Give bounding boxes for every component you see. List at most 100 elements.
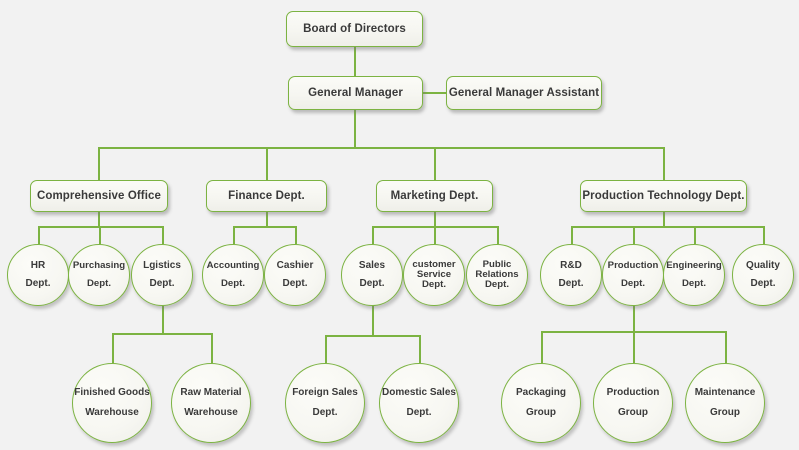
node-label-line1: Lgistics [143,260,181,271]
node-label-line2: Dept. [682,277,706,289]
node-hr-dept[interactable]: HR Dept. [7,244,69,306]
node-general-manager[interactable]: General Manager [288,76,423,110]
node-label-line1: Cashier [276,260,314,271]
node-label-line1: Purchasing [72,260,126,272]
node-label: Finance Dept. [228,190,305,202]
node-label-line2: Dept. [406,406,432,418]
connector-bus-to-marketing [434,147,436,180]
connector-pt-stem [663,212,665,226]
node-label-line2: Dept. [359,277,385,289]
node-label-line1: Raw Material [180,387,242,398]
connector-co-bus [38,226,164,228]
node-finished-goods-warehouse[interactable]: Finished Goods Warehouse [72,363,152,443]
connector-logistics-to-raw-material [211,333,213,363]
node-label-line2: Warehouse [85,406,139,418]
connector-co-to-logistics [162,226,164,244]
node-logistics-dept[interactable]: Lgistics Dept. [131,244,193,306]
connector-pt-to-engineering [694,226,696,244]
node-label: Board of Directors [303,23,406,35]
connector-production-to-maintenance [725,331,727,363]
node-label-line2: Warehouse [184,406,238,418]
node-label-line1: Domestic Sales [382,387,456,398]
node-label-line1: customer [412,258,456,270]
connector-gm-down [354,110,356,148]
node-cashier-dept[interactable]: Cashier Dept. [264,244,326,306]
node-label-line2: Dept. [149,277,175,289]
node-finance-dept[interactable]: Finance Dept. [206,180,327,212]
node-label-line2: Dept. [558,277,584,289]
connector-logistics-stem [162,306,164,334]
node-label-line2: Dept. [750,277,776,289]
connector-sales-to-foreign [325,335,327,363]
connector-finance-stem [266,212,268,226]
connector-gm-to-assistant [423,92,447,94]
node-label-line3: Dept. [422,279,446,291]
connector-sales-bus [325,335,420,337]
node-label-line2: Dept. [312,406,338,418]
node-label-line1: Accounting [206,260,260,272]
node-label-line1: Production [607,260,659,272]
node-label-line2: Group [710,406,740,418]
connector-production-to-packaging [541,331,543,363]
node-foreign-sales-dept[interactable]: Foreign Sales Dept. [285,363,365,443]
node-label-line2: Dept. [25,277,51,289]
node-label-line2: Group [618,406,648,418]
connector-tier2-bus [98,147,664,149]
node-label-line2: Relations [475,268,519,280]
connector-co-to-purchasing [99,226,101,244]
connector-production-to-production-group [633,331,635,363]
node-label-line1: HR [30,260,46,271]
node-label-line1: Quality [746,260,780,271]
node-quality-dept[interactable]: Quality Dept. [732,244,794,306]
connector-finance-to-cashier [295,226,297,244]
connector-co-stem [98,212,100,226]
node-label-line2: Dept. [221,277,245,289]
node-label-line2: Group [526,406,556,418]
node-label: General Manager Assistant [448,87,600,99]
connector-bus-to-finance [266,147,268,180]
node-engineering-dept[interactable]: Engineering Dept. [663,244,725,306]
node-raw-material-warehouse[interactable]: Raw Material Warehouse [171,363,251,443]
connector-finance-to-accounting [233,226,235,244]
node-label: General Manager [308,87,403,99]
node-packaging-group[interactable]: Packaging Group [501,363,581,443]
node-label-line1: R&D [560,260,582,271]
connector-pt-bus [571,226,764,228]
connector-marketing-stem [434,212,436,226]
node-label-line1: Finished Goods [74,387,150,398]
node-sales-dept[interactable]: Sales Dept. [341,244,403,306]
node-maintenance-group[interactable]: Maintenance Group [685,363,765,443]
node-label-line1: Engineering [666,260,722,272]
node-customer-service-dept[interactable]: customer Service Dept. [403,244,465,306]
connector-sales-stem [372,306,374,336]
node-marketing-dept[interactable]: Marketing Dept. [376,180,493,212]
connector-logistics-to-finished-goods [112,333,114,363]
node-label-line2: Service [416,268,452,280]
connector-bus-to-comprehensive-office [98,147,100,180]
node-accounting-dept[interactable]: Accounting Dept. [202,244,264,306]
connector-marketing-to-public-relations [497,226,499,244]
node-production-dept[interactable]: Production Dept. [602,244,664,306]
connector-pt-to-production [633,226,635,244]
node-public-relations-dept[interactable]: Public Relations Dept. [466,244,528,306]
node-label-line3: Dept. [485,279,509,291]
node-label: Marketing Dept. [390,190,479,202]
node-domestic-sales-dept[interactable]: Domestic Sales Dept. [379,363,459,443]
node-label-line1: Packaging [515,387,567,398]
node-comprehensive-office[interactable]: Comprehensive Office [30,180,168,212]
connector-sales-to-domestic [419,335,421,363]
node-purchasing-dept[interactable]: Purchasing Dept. [68,244,130,306]
connector-production-stem [633,306,635,332]
node-board-of-directors[interactable]: Board of Directors [286,11,423,47]
connector-board-to-gm [354,47,356,76]
node-label-line1: Public [482,258,512,270]
node-rnd-dept[interactable]: R&D Dept. [540,244,602,306]
connector-finance-bus [233,226,297,228]
node-production-technology-dept[interactable]: Production Technology Dept. [580,180,747,212]
connector-co-to-hr [38,226,40,244]
node-general-manager-assistant[interactable]: General Manager Assistant [446,76,602,110]
node-production-group[interactable]: Production Group [593,363,673,443]
node-label-line1: Maintenance [694,387,756,398]
node-label-line1: Foreign Sales [292,387,358,398]
